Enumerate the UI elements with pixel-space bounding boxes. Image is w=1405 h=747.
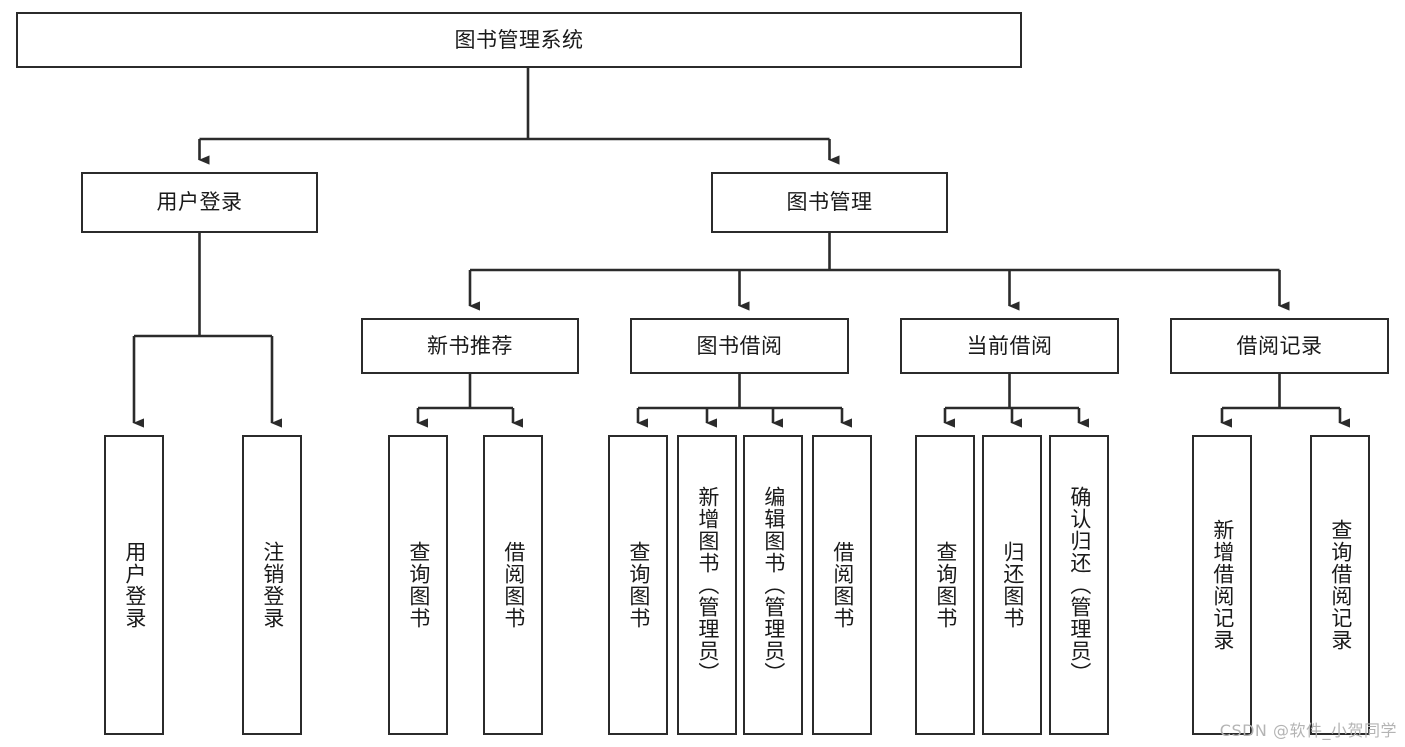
leaf-return-book[interactable]: 归还图书 [982, 435, 1042, 735]
leaf-user-login[interactable]: 用户登录 [104, 435, 164, 735]
leaf-query-book-borrow-label: 查询图书 [626, 541, 651, 629]
leaf-edit-book-admin[interactable]: 编辑图书（管理员） [743, 435, 803, 735]
leaf-confirm-return-admin[interactable]: 确认归还（管理员） [1049, 435, 1109, 735]
node-root-label: 图书管理系统 [454, 27, 584, 52]
leaf-query-borrow-record-label: 查询借阅记录 [1328, 519, 1353, 651]
leaf-query-book-borrow[interactable]: 查询图书 [608, 435, 668, 735]
node-root[interactable]: 图书管理系统 [16, 12, 1022, 68]
leaf-user-login-label: 用户登录 [122, 541, 147, 629]
leaf-query-borrow-record[interactable]: 查询借阅记录 [1310, 435, 1370, 735]
leaf-add-book-admin-label: 新增图书（管理员） [695, 486, 720, 684]
leaf-user-logout[interactable]: 注销登录 [242, 435, 302, 735]
node-user-login[interactable]: 用户登录 [81, 172, 318, 233]
leaf-user-logout-label: 注销登录 [260, 541, 285, 629]
node-current-borrow-label: 当前借阅 [966, 333, 1053, 358]
leaf-return-book-label: 归还图书 [1000, 541, 1025, 629]
node-borrow-record-label: 借阅记录 [1236, 333, 1323, 358]
leaf-query-book-current-label: 查询图书 [933, 541, 958, 629]
leaf-confirm-return-admin-label: 确认归还（管理员） [1067, 486, 1092, 684]
node-book-borrow-label: 图书借阅 [696, 333, 783, 358]
node-current-borrow[interactable]: 当前借阅 [900, 318, 1119, 374]
node-new-book-recommend[interactable]: 新书推荐 [361, 318, 579, 374]
leaf-borrow-book-recommend[interactable]: 借阅图书 [483, 435, 543, 735]
node-user-login-label: 用户登录 [156, 190, 243, 215]
leaf-add-book-admin[interactable]: 新增图书（管理员） [677, 435, 737, 735]
node-book-management-label: 图书管理 [786, 190, 873, 215]
leaf-query-book-recommend[interactable]: 查询图书 [388, 435, 448, 735]
leaf-borrow-book-recommend-label: 借阅图书 [501, 541, 526, 629]
leaf-query-book-recommend-label: 查询图书 [406, 541, 431, 629]
leaf-edit-book-admin-label: 编辑图书（管理员） [761, 486, 786, 684]
node-borrow-record[interactable]: 借阅记录 [1170, 318, 1389, 374]
leaf-borrow-book[interactable]: 借阅图书 [812, 435, 872, 735]
leaf-query-book-current[interactable]: 查询图书 [915, 435, 975, 735]
node-book-borrow[interactable]: 图书借阅 [630, 318, 849, 374]
leaf-borrow-book-label: 借阅图书 [830, 541, 855, 629]
leaf-add-borrow-record-label: 新增借阅记录 [1210, 519, 1235, 651]
node-book-management[interactable]: 图书管理 [711, 172, 948, 233]
leaf-add-borrow-record[interactable]: 新增借阅记录 [1192, 435, 1252, 735]
node-new-book-recommend-label: 新书推荐 [427, 333, 513, 358]
